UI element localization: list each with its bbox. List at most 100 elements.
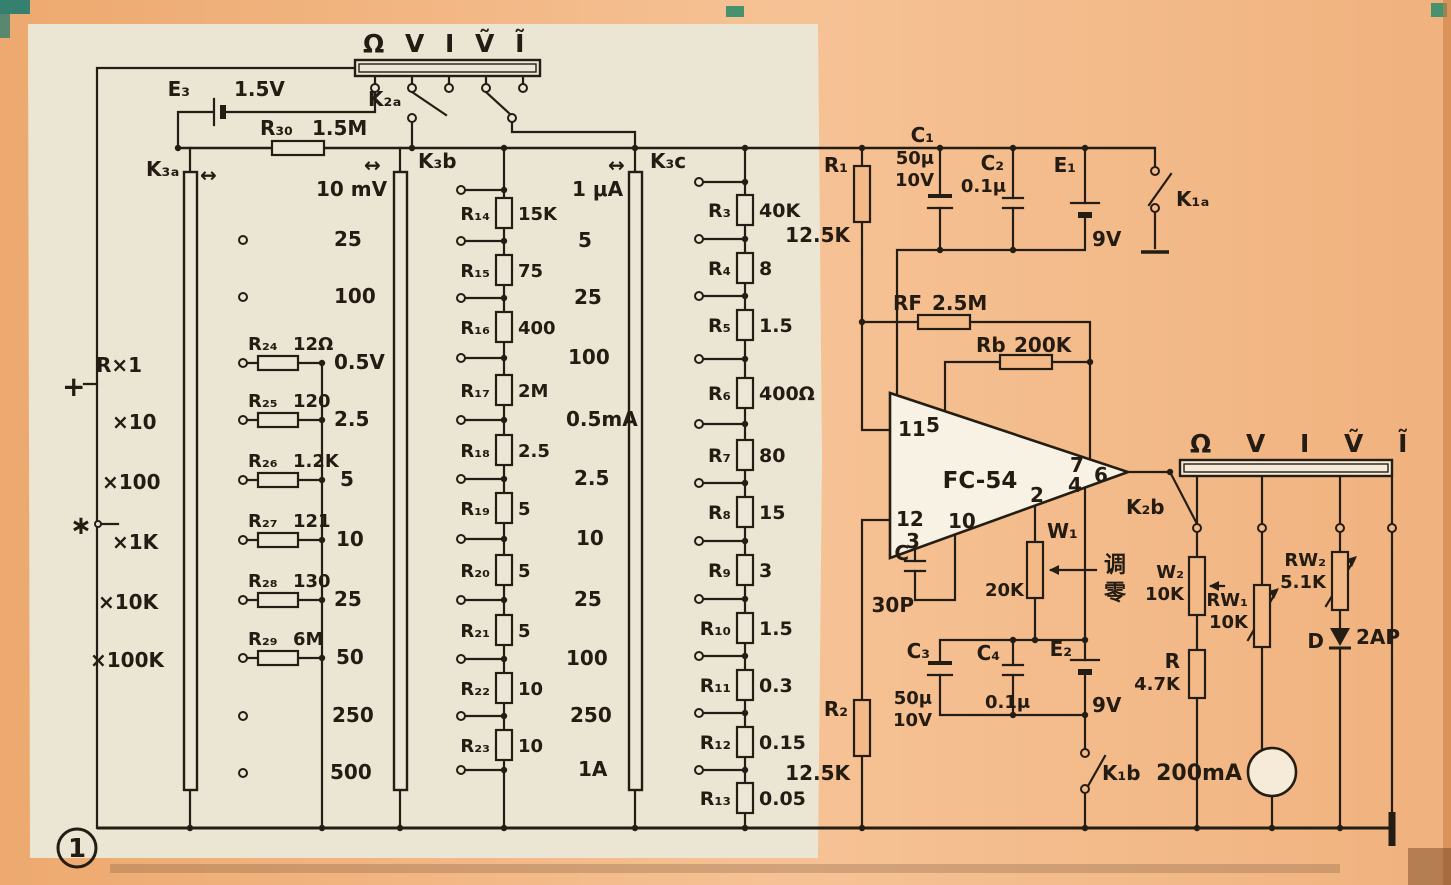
resistor-r30-body xyxy=(270,139,326,157)
r13-value: 0.05 xyxy=(759,788,806,810)
meter-label: 200mA xyxy=(1156,761,1242,786)
figure-number-badge xyxy=(56,827,98,869)
figure-number: 1 xyxy=(68,834,86,864)
r25-value: 120 xyxy=(293,391,331,412)
r17-label: R₁₇ xyxy=(460,381,490,402)
rw1-value: 10K xyxy=(1209,612,1249,633)
v-range-8: 50 xyxy=(336,645,364,669)
v-range-6: 10 xyxy=(336,527,364,551)
v-range-4: 2.5 xyxy=(334,407,369,431)
pot-w2-body xyxy=(1187,555,1207,617)
v-range-9: 250 xyxy=(332,703,374,727)
r7-label: R₇ xyxy=(708,445,731,467)
r4-label: R₄ xyxy=(708,258,731,280)
mult-1: ×10 xyxy=(112,410,157,434)
resistor-r-out-body xyxy=(1187,648,1207,700)
c4-value: 0.1μ xyxy=(985,692,1030,713)
v-range-3: 0.5V xyxy=(334,350,385,374)
wafer-switch-bars xyxy=(182,58,1394,792)
v-range-10: 500 xyxy=(330,760,372,784)
i-range-2: 25 xyxy=(574,285,602,309)
cc-value: 30P xyxy=(872,593,915,617)
wafer-k3a xyxy=(182,170,199,792)
cc-label: C xyxy=(894,541,909,565)
w1-value: 20K xyxy=(985,580,1025,601)
r15-value: 75 xyxy=(518,261,543,282)
selector-top-symbols: Ω V I Ṽ Ĩ xyxy=(363,29,530,58)
r4-value: 8 xyxy=(759,258,772,280)
r3-value: 40K xyxy=(759,200,801,222)
pot-rw1-body xyxy=(1252,583,1272,649)
r19-label: R₁₉ xyxy=(460,499,490,520)
c4-label: C₄ xyxy=(977,641,1000,665)
pin-6: 6 xyxy=(1094,463,1108,487)
rw2-label: RW₂ xyxy=(1284,550,1326,571)
c2-value: 0.1μ xyxy=(961,176,1006,197)
r27-label: R₂₇ xyxy=(248,511,278,532)
r18-value: 2.5 xyxy=(518,441,550,462)
r7-value: 80 xyxy=(759,445,785,467)
i-range-1: 5 xyxy=(578,228,592,252)
wafer-k3c xyxy=(627,170,644,792)
w2-label: W₂ xyxy=(1156,562,1184,583)
rb-label: Rb xyxy=(976,333,1006,357)
r-out-value: 4.7K xyxy=(1134,674,1181,695)
r24-label: R₂₄ xyxy=(248,334,278,355)
i-range-7: 25 xyxy=(574,587,602,611)
zero-adjust-char1: 调 xyxy=(1104,553,1126,578)
r11-value: 0.3 xyxy=(759,675,793,697)
r14-label: R₁₄ xyxy=(460,204,490,225)
k3b-label: K₃b xyxy=(418,149,457,173)
r2-value: 12.5K xyxy=(785,761,851,785)
r11-label: R₁₁ xyxy=(700,675,731,697)
r19-value: 5 xyxy=(518,499,531,520)
w2-value: 10K xyxy=(1145,584,1185,605)
e2-value: 9V xyxy=(1092,693,1122,717)
mult-0: R×1 xyxy=(96,353,142,377)
resistor-bodies xyxy=(256,139,1350,815)
w1-label: W₁ xyxy=(1047,519,1078,543)
r22-value: 10 xyxy=(518,679,543,700)
zero-adjust-char2: 零 xyxy=(1103,581,1127,606)
resistor-rb-body xyxy=(998,353,1054,371)
r30-value: 1.5M xyxy=(312,116,367,140)
pin-7: 7 xyxy=(1070,453,1084,477)
rb-value: 200K xyxy=(1014,333,1073,357)
r16-label: R₁₆ xyxy=(460,318,490,339)
c1-voltage: 10V xyxy=(895,170,934,191)
c3-label: C₃ xyxy=(907,639,930,663)
r10-value: 1.5 xyxy=(759,618,793,640)
pin-5: 5 xyxy=(926,413,940,437)
e3-value: 1.5V xyxy=(234,77,285,101)
resistor-rf-body xyxy=(916,313,972,331)
plus-terminal: + xyxy=(62,370,85,403)
r24-value: 12Ω xyxy=(293,334,333,355)
r12-label: R₁₂ xyxy=(700,732,731,754)
k3c-label: K₃c xyxy=(650,149,686,173)
r15-label: R₁₅ xyxy=(460,261,490,282)
r9-value: 3 xyxy=(759,560,772,582)
pin-4: 4 xyxy=(1068,473,1082,497)
i-range-8: 100 xyxy=(566,646,608,670)
r20-value: 5 xyxy=(518,561,531,582)
r14-value: 15K xyxy=(518,204,558,225)
pot-w1-body xyxy=(1025,540,1045,600)
v-range-1: 25 xyxy=(334,227,362,251)
selector-right-symbols: Ω V I Ṽ Ĩ xyxy=(1190,429,1420,458)
c1-value: 50μ xyxy=(896,148,934,169)
e3-label: E₃ xyxy=(168,77,190,101)
mult-2: ×100 xyxy=(102,470,161,494)
junction-dots xyxy=(174,144,1344,832)
k3b-arrow-icon: ↔ xyxy=(364,153,381,177)
light-panel xyxy=(28,24,822,858)
rw1-label: RW₁ xyxy=(1206,590,1248,611)
k2b-label: K₂b xyxy=(1126,495,1165,519)
pin-12: 12 xyxy=(896,507,924,531)
r23-value: 10 xyxy=(518,736,543,757)
r29-value: 6M xyxy=(293,629,323,650)
r25-label: R₂₅ xyxy=(248,391,278,412)
r21-value: 5 xyxy=(518,621,531,642)
i-range-9: 250 xyxy=(570,703,612,727)
